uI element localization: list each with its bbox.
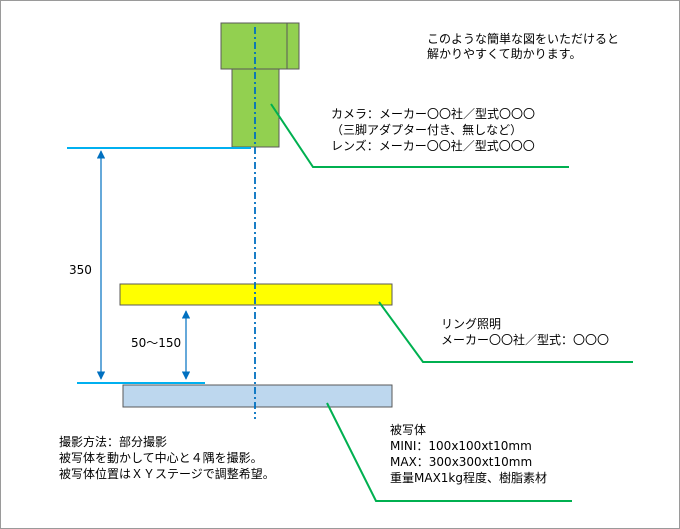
ring-light — [119, 283, 393, 306]
request-note-line1: このような簡単な図をいただけると — [427, 32, 620, 46]
camera-callout-line1: カメラ：メーカー〇〇社／型式〇〇〇 — [331, 107, 536, 121]
dimension-label-50-150: 50～150 — [131, 336, 182, 350]
subject-callout-line1: MINI：100x100xt10mm — [390, 439, 532, 453]
subject-callout-line3: 重量MAX1kg程度、樹脂素材 — [390, 471, 547, 485]
subject-callout-line2: MAX：300x300xt10mm — [390, 455, 533, 469]
camera-leader-line — [270, 103, 569, 168]
subject-plate — [122, 384, 393, 408]
subject-leader-line — [326, 402, 572, 502]
shooting-notes-line1: 撮影方法：部分撮影 — [59, 435, 168, 449]
camera-callout-line2: （三脚アダプター付き、無しなど） — [331, 123, 523, 137]
shooting-notes-line2: 被写体を動かして中心と４隅を撮影。 — [59, 451, 263, 465]
ring-light-callout-line2: メーカー〇〇社／型式：〇〇〇 — [441, 333, 610, 347]
shooting-notes-line3: 被写体位置はＸＹステージで調整希望。 — [59, 467, 275, 481]
camera-body — [220, 22, 300, 70]
ring-light-leader-line — [378, 301, 633, 363]
ring-light-callout-line1: リング照明 — [441, 317, 502, 331]
subject-callout-title: 被写体 — [390, 423, 427, 437]
camera-callout-line3: レンズ：メーカー〇〇社／型式〇〇〇 — [331, 139, 535, 153]
dimension-label-350: 350 — [69, 263, 92, 277]
request-note-line2: 解かりやすくて助かります。 — [427, 47, 582, 61]
